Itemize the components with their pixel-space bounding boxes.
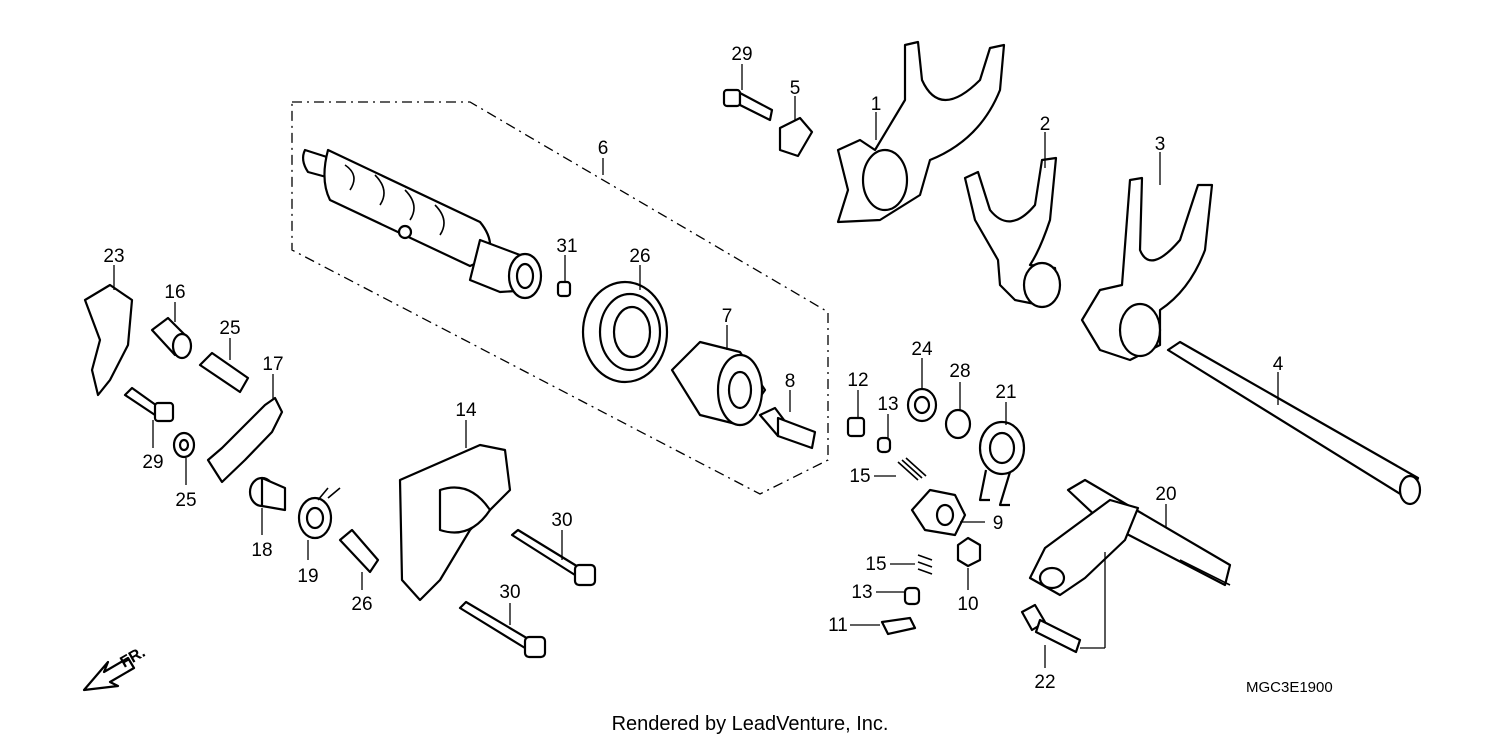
callout-22: 22: [1034, 672, 1055, 693]
callout-9: 9: [993, 513, 1004, 534]
part-bolt-30-upper: [510, 528, 597, 587]
callout-26: 26: [629, 246, 650, 267]
part-stopper-arm: [206, 396, 284, 484]
part-shift-fork-3: [1080, 176, 1214, 362]
callout-15-upper: 15: [849, 466, 870, 487]
part-fork-shaft: [1166, 340, 1422, 506]
part-drum-bolt: [758, 406, 817, 450]
callout-10: 10: [957, 594, 978, 615]
callout-7: 7: [722, 306, 733, 327]
group-outline-6: [291, 101, 829, 495]
leader-lines: [113, 64, 1279, 668]
part-pin: [556, 280, 572, 298]
callout-28: 28: [949, 361, 970, 382]
part-plate: [778, 116, 814, 158]
callout-21: 21: [995, 382, 1016, 403]
callout-13-lower: 13: [851, 582, 872, 603]
part-shift-cam: [910, 488, 967, 537]
part-shift-fork-1: [836, 40, 1006, 224]
callout-19: 19: [297, 566, 318, 587]
part-bolt-top: [722, 88, 774, 122]
callout-23: 23: [103, 246, 124, 267]
part-collar-27-bottom: [338, 528, 380, 574]
part-bolt-30-lower: [458, 600, 547, 659]
part-shift-drum: [301, 148, 543, 300]
part-washer-24: [906, 387, 938, 423]
callout-6: 6: [598, 138, 609, 159]
callout-13-upper: 13: [877, 394, 898, 415]
callout-3: 3: [1155, 134, 1166, 155]
part-bearing: [581, 280, 669, 384]
part-spring-15-upper: [897, 457, 927, 481]
part-block-12: [846, 416, 866, 438]
part-stopper-plate: [83, 283, 134, 397]
part-plate-11: [880, 616, 917, 636]
part-shift-fork-2: [963, 156, 1062, 309]
callout-12: 12: [847, 370, 868, 391]
part-washer: [172, 431, 196, 459]
part-bolt-left: [123, 386, 175, 423]
front-arrow-icon: [82, 656, 136, 692]
part-pin-13-lower: [903, 586, 921, 606]
render-credit: Rendered by LeadVenture, Inc.: [612, 713, 889, 735]
callout-31: 31: [556, 236, 577, 257]
part-bolt-22: [1020, 603, 1082, 654]
callout-16: 16: [164, 282, 185, 303]
callout-5: 5: [790, 78, 801, 99]
callout-27-bottom: 26: [351, 594, 372, 615]
part-circlip: [944, 408, 972, 440]
part-collar-16: [150, 316, 193, 360]
part-collar-27-top: [198, 351, 250, 394]
part-drum-center: [670, 340, 767, 427]
part-gearshift-spindle: [1028, 478, 1232, 597]
callout-20: 20: [1155, 484, 1176, 505]
callout-15-lower: 15: [865, 554, 886, 575]
part-spring-15-lower: [917, 554, 933, 575]
part-pin-13-upper: [876, 436, 892, 454]
callout-18: 18: [251, 540, 272, 561]
callout-14: 14: [455, 400, 477, 421]
callout-1: 1: [871, 94, 882, 115]
callout-17: 17: [262, 354, 283, 375]
callout-24: 24: [911, 339, 933, 360]
callout-30-lower: 30: [499, 582, 520, 603]
diagram-code: MGC3E1900: [1246, 679, 1333, 696]
callout-29-left: 29: [142, 452, 163, 473]
part-nut: [956, 536, 982, 568]
part-collar-18: [248, 476, 287, 512]
front-direction-marker: FR.: [82, 644, 148, 692]
callout-8: 8: [785, 371, 796, 392]
callout-11: 11: [828, 615, 848, 636]
part-guide-plate: [398, 443, 512, 602]
callout-2: 2: [1040, 114, 1051, 135]
callout-30-upper: 30: [551, 510, 572, 531]
callout-25: 25: [175, 490, 196, 511]
callout-29-top: 29: [731, 44, 752, 65]
part-spring-19: [297, 487, 341, 540]
callout-27-top: 25: [219, 318, 240, 339]
callout-4: 4: [1273, 354, 1284, 375]
part-return-spring: [978, 420, 1026, 507]
